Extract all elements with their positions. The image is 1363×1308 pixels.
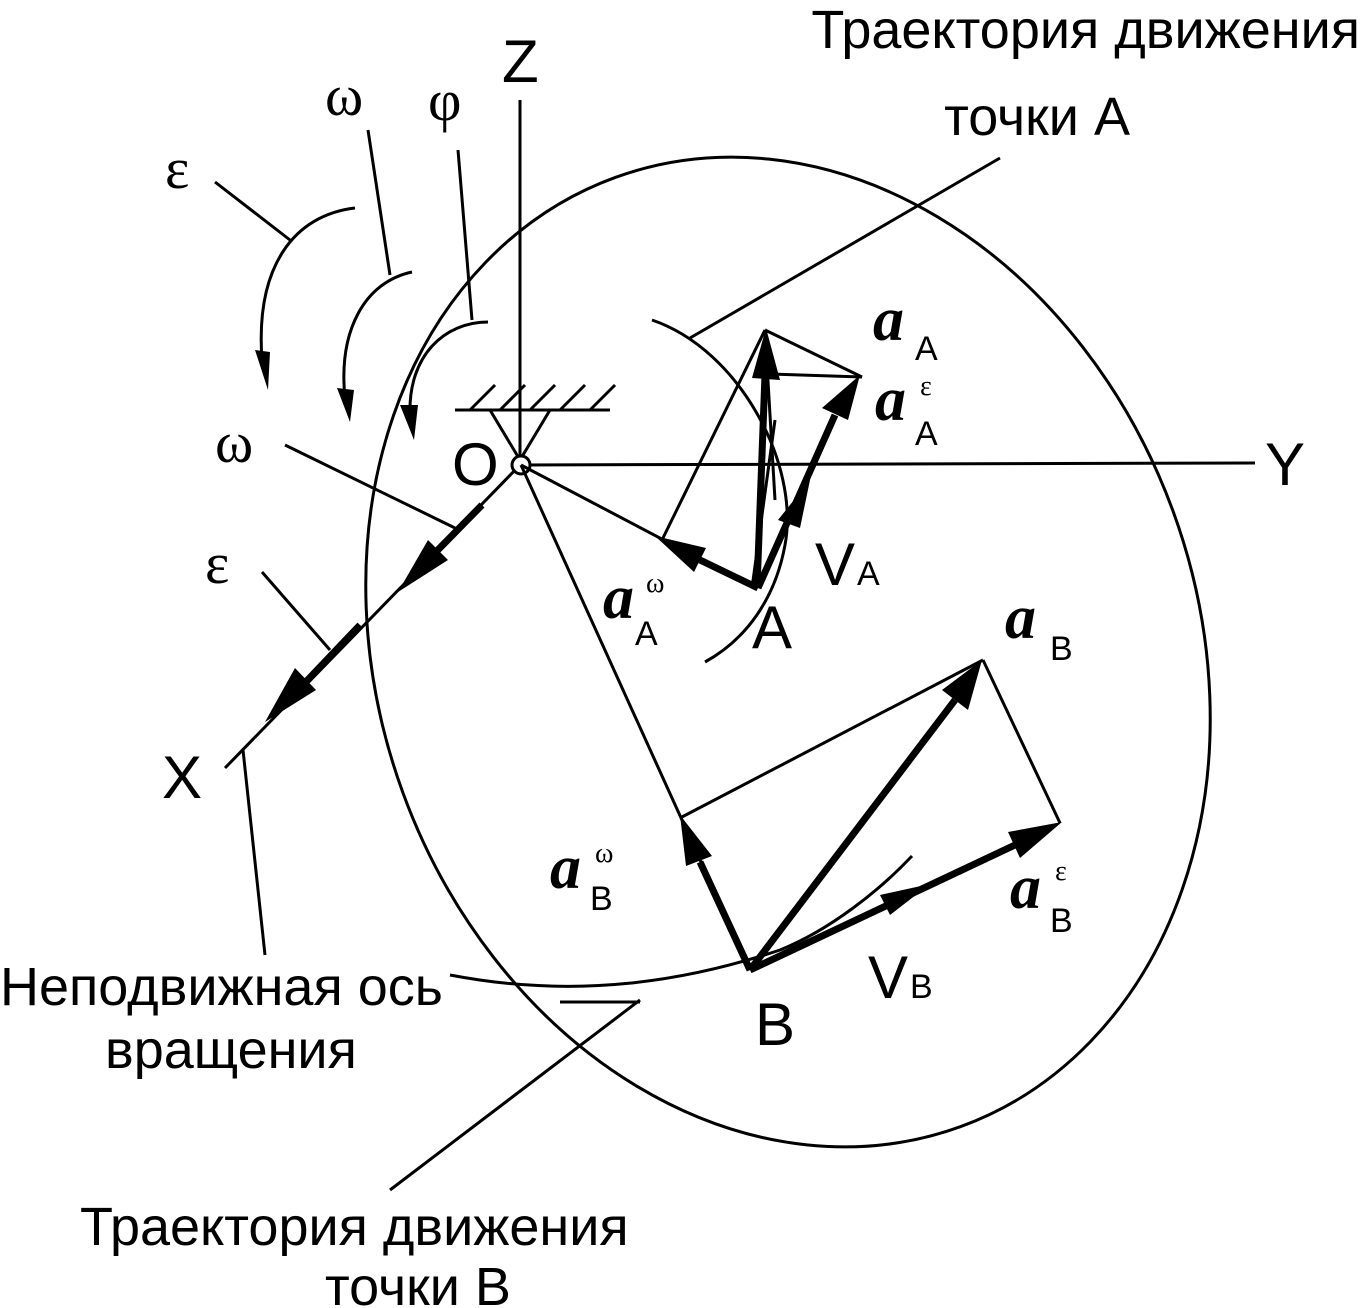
svg-text:ω: ω xyxy=(646,568,664,599)
svg-text:a: a xyxy=(550,834,581,902)
svg-text:V: V xyxy=(815,531,855,598)
label-a-b-omega: a ω B xyxy=(550,834,613,918)
trajectory-a-leader xyxy=(689,156,1001,340)
omega-rotation-symbol: ω xyxy=(325,63,363,128)
trajectory-a-caption-line2: точки A xyxy=(944,87,1130,147)
svg-text:A: A xyxy=(915,415,938,453)
svg-text:a: a xyxy=(603,564,634,632)
svg-text:B: B xyxy=(1050,630,1073,668)
trajectory-arc-b xyxy=(449,854,914,988)
rotating-body-outline xyxy=(364,155,1212,1149)
point-b-label: B xyxy=(755,991,795,1058)
svg-text:a: a xyxy=(875,366,906,434)
svg-text:B: B xyxy=(910,968,933,1006)
y-axis-line xyxy=(519,461,1256,467)
omega-axis-leader xyxy=(284,443,456,530)
y-axis-label: Y xyxy=(1265,431,1305,498)
svg-text:B: B xyxy=(590,880,613,918)
z-axis-label: Z xyxy=(502,28,539,95)
label-a-a: a A xyxy=(873,286,938,368)
label-a-b: a B xyxy=(1005,584,1073,668)
svg-text:ε: ε xyxy=(920,371,932,402)
svg-text:A: A xyxy=(857,555,880,593)
origin-label: O xyxy=(452,431,499,498)
svg-text:ω: ω xyxy=(595,838,613,869)
epsilon-axis-symbol: ε xyxy=(205,531,229,596)
svg-text:B: B xyxy=(1050,902,1073,940)
svg-text:A: A xyxy=(635,615,658,653)
epsilon-axis-leader xyxy=(260,571,332,651)
fixed-axis-caption-line2: вращения xyxy=(105,1020,357,1080)
fixed-support xyxy=(455,383,617,461)
trajectory-b-caption-line1: Траектория движения xyxy=(80,1197,629,1257)
fixed-axis-caption-line1: Неподвижная ось xyxy=(0,957,443,1017)
label-v-b: V B xyxy=(868,944,933,1011)
point-a-construction xyxy=(655,328,863,592)
trajectory-b-leader xyxy=(389,998,641,1192)
svg-text:ε: ε xyxy=(1055,856,1067,887)
epsilon-rotation-symbol: ε xyxy=(165,136,189,201)
phi-rotation-symbol: φ xyxy=(428,68,461,133)
omega-axis-symbol: ω xyxy=(215,410,253,475)
label-v-a: V A xyxy=(815,531,880,598)
svg-text:a: a xyxy=(1010,854,1041,922)
point-a-label: A xyxy=(752,594,792,661)
label-a-b-eps: a ε B xyxy=(1010,854,1073,940)
svg-text:a: a xyxy=(873,286,904,354)
point-b-construction xyxy=(679,658,1062,974)
axis-vectors xyxy=(265,502,485,722)
svg-text:V: V xyxy=(868,944,908,1011)
rotation-arrows xyxy=(214,129,489,440)
x-axis-label: X xyxy=(162,744,202,811)
trajectory-b-caption-line2: точки B xyxy=(325,1257,511,1308)
svg-text:a: a xyxy=(1005,584,1036,652)
fixed-axis-leader xyxy=(241,749,267,956)
trajectory-a-caption-line1: Траектория движения xyxy=(811,0,1360,60)
label-a-a-eps: a ε A xyxy=(875,366,938,453)
svg-text:A: A xyxy=(915,330,938,368)
label-a-a-omega: a ω A xyxy=(603,564,664,653)
